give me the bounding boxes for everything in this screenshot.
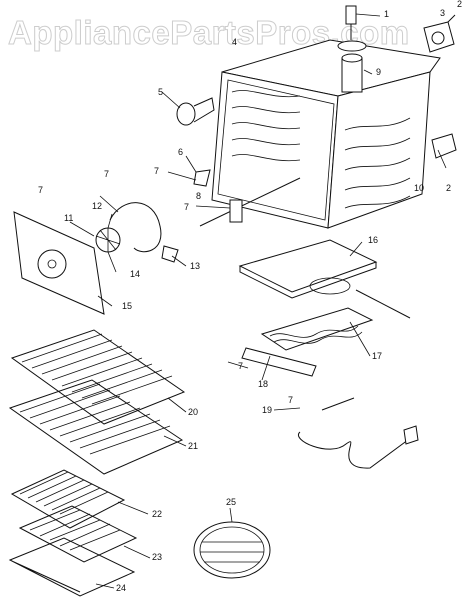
callout-16: 16	[368, 235, 379, 245]
callout-18: 18	[258, 379, 269, 389]
callout-7f: 7	[288, 395, 294, 405]
element-bracket	[241, 347, 317, 377]
callout-9: 9	[376, 67, 382, 77]
callout-15: 15	[122, 301, 133, 311]
callout-2: 2	[457, 0, 463, 9]
callout-8: 8	[196, 191, 202, 201]
broil-element	[297, 397, 417, 469]
callout-17: 17	[372, 351, 383, 361]
side-bracket	[431, 133, 457, 159]
leader-lines	[69, 13, 447, 589]
callout-10: 10	[414, 183, 425, 193]
callout-24: 24	[116, 583, 127, 593]
callout-11: 11	[64, 213, 74, 223]
callout-22: 22	[152, 509, 163, 519]
rod-part	[199, 177, 301, 227]
callout-7e: 7	[238, 361, 244, 371]
rod-bracket	[229, 199, 243, 223]
callout-2b: 2	[446, 183, 452, 193]
fan-assembly	[95, 202, 179, 263]
callout-25: 25	[226, 497, 237, 507]
callout-7c: 7	[104, 169, 110, 179]
broil-terminal	[403, 425, 419, 445]
callout-14: 14	[130, 269, 141, 279]
callout-1: 1	[384, 9, 390, 19]
latch-bracket	[423, 14, 456, 53]
callout-20: 20	[188, 407, 199, 417]
callout-12: 12	[92, 201, 103, 211]
bracket-part	[193, 169, 211, 187]
round-baking-stone	[193, 521, 271, 579]
callout-4: 4	[232, 37, 238, 47]
callout-5: 5	[158, 87, 164, 97]
callout-3: 3	[440, 8, 446, 18]
callout-13: 13	[190, 261, 201, 271]
convection-motor	[176, 97, 215, 126]
oven-rack-upper	[10, 329, 186, 425]
callout-23: 23	[152, 552, 163, 562]
vent-assembly	[337, 5, 367, 93]
broil-pan-insert	[18, 505, 138, 563]
callout-6: 6	[178, 147, 184, 157]
bake-element	[260, 307, 374, 351]
callout-21: 21	[188, 441, 199, 451]
callout-7a: 7	[154, 166, 160, 176]
callout-19: 19	[262, 405, 273, 415]
bake-element-plate	[238, 239, 411, 319]
oven-rack-lower	[8, 379, 184, 475]
oven-cavity	[211, 39, 441, 229]
broil-pan	[8, 537, 136, 597]
callout-7b: 7	[38, 185, 44, 195]
convection-cover	[13, 211, 105, 315]
broil-pan-grid	[10, 469, 126, 529]
callout-7d: 7	[184, 202, 190, 212]
